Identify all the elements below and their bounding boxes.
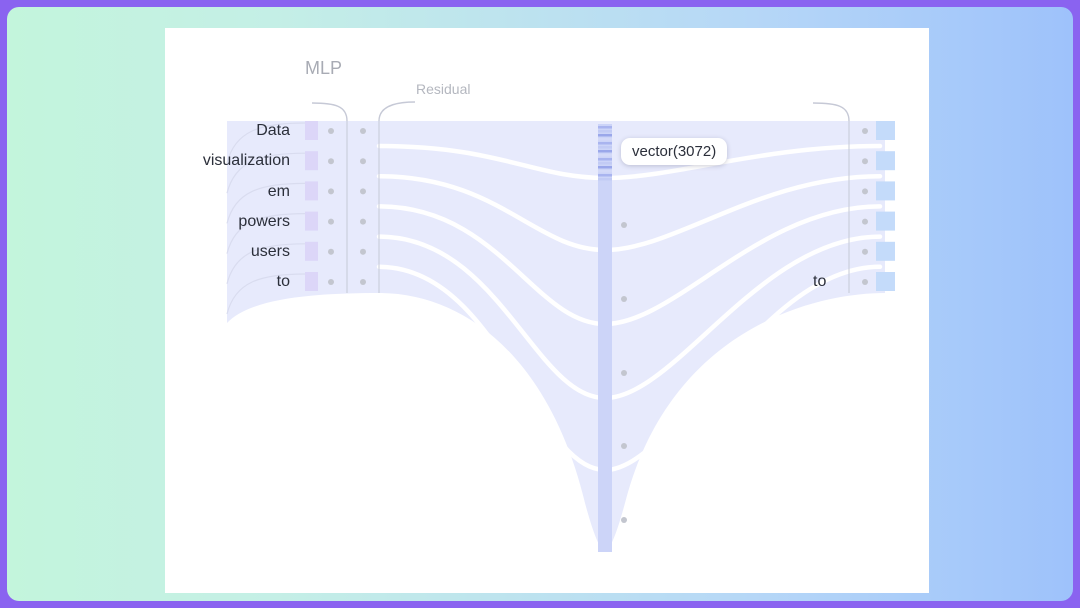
vector-dot: [621, 370, 627, 376]
token-label: users: [250, 243, 290, 260]
token-label: visualization: [202, 152, 290, 169]
flow-layer: [226, 121, 885, 554]
vector-stripe: [598, 174, 612, 177]
vector-stripe: [598, 170, 612, 173]
vector-dot: [621, 443, 627, 449]
vector-stripe: [598, 138, 612, 141]
mlp-label: MLP: [305, 58, 343, 78]
row-dot: [328, 128, 334, 134]
row-dot: [328, 188, 334, 195]
residual-label: Residual: [416, 81, 471, 97]
vector-stripe: [598, 154, 612, 157]
vector-tooltip: vector(3072): [621, 138, 728, 165]
vector-stripe: [598, 130, 612, 133]
vector-stripe: [598, 142, 612, 145]
row-dot: [328, 248, 334, 255]
token-label: powers: [238, 213, 290, 230]
row-dot: [862, 158, 868, 165]
mlp-bracket: [311, 102, 348, 122]
row-dot: [360, 128, 366, 134]
output-cell: [876, 211, 895, 231]
row-dot: [862, 218, 868, 225]
vector-stripe: [598, 162, 612, 165]
input-cell: [305, 121, 318, 140]
input-swoosh-line: [226, 213, 306, 254]
mlp-flow-diagram: [226, 101, 895, 554]
vector-stripe: [598, 134, 612, 137]
output-cell: [876, 121, 895, 140]
vector-stripe: [598, 146, 612, 149]
vector-dot: [621, 517, 627, 523]
row-dot: [360, 158, 366, 165]
output-cell: [876, 181, 895, 201]
flow-region: [227, 121, 885, 552]
token-label: em: [267, 183, 290, 200]
vector-stripe: [598, 126, 612, 129]
vector-dot: [621, 222, 627, 228]
row-dot: [862, 279, 868, 285]
input-swoosh-line: [226, 243, 306, 284]
input-swoosh-line: [226, 122, 306, 164]
row-dot: [328, 218, 334, 225]
vector-stripe: [598, 166, 612, 169]
output-cell: [876, 272, 895, 291]
row-dot: [360, 279, 366, 285]
token-label: to: [276, 273, 290, 290]
output-cell: [876, 241, 895, 261]
background-frame: MLP Residual Data visualization em power…: [7, 7, 1073, 601]
input-cell: [305, 241, 318, 261]
row-dot: [328, 279, 334, 285]
output-cell: [876, 151, 895, 171]
row-dot: [862, 248, 868, 255]
row-dot: [328, 158, 334, 165]
row-dot: [360, 188, 366, 195]
vector-stripe: [598, 150, 612, 153]
token-label: Data: [256, 122, 290, 139]
vector-stripe: [598, 178, 612, 181]
input-cell: [305, 211, 318, 231]
input-cell: [305, 181, 318, 201]
row-dot: [360, 218, 366, 225]
vector-dot: [621, 296, 627, 302]
row-dot: [360, 248, 366, 255]
vector-stripe: [598, 158, 612, 161]
row-dot: [862, 188, 868, 195]
input-swoosh-line: [226, 152, 306, 194]
output-token-label: to: [813, 273, 827, 290]
input-swoosh-line: [226, 182, 306, 224]
residual-bracket: [378, 101, 416, 122]
row-dot: [862, 128, 868, 134]
diagram-panel: MLP Residual Data visualization em power…: [165, 28, 929, 593]
vector-column: [598, 124, 612, 552]
marks-layer: [305, 101, 895, 552]
input-cell: [305, 151, 318, 171]
input-swoosh-line: [226, 273, 306, 315]
input-cell: [305, 272, 318, 291]
output-bracket: [812, 102, 850, 122]
